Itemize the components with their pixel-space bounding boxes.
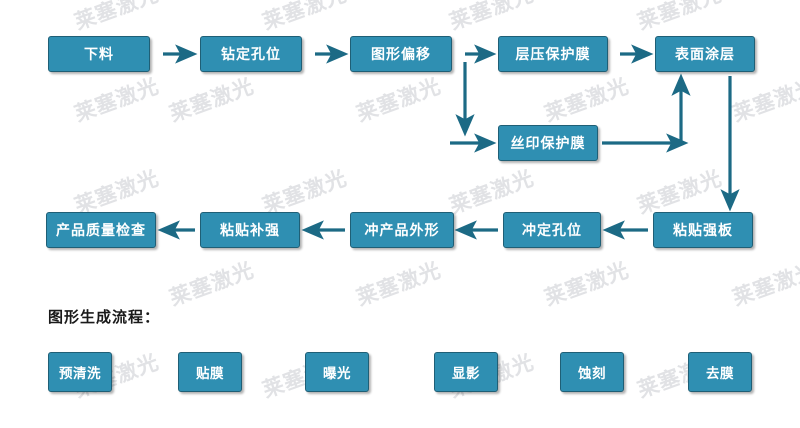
step-node-baoguang[interactable]: 曝光 <box>305 352 369 392</box>
flow-node-chongchanpinwaixing[interactable]: 冲产品外形 <box>350 212 454 248</box>
flow-node-xialiao[interactable]: 下料 <box>48 36 150 72</box>
flow-node-siyinbaohumo[interactable]: 丝印保护膜 <box>498 125 598 161</box>
flow-node-cengyabaohumo[interactable]: 层压保护膜 <box>498 36 608 72</box>
sub-section-heading: 图形生成流程： <box>48 308 161 326</box>
flow-node-biaomiantuceng[interactable]: 表面涂层 <box>655 36 755 72</box>
step-node-yuqingxi[interactable]: 预清洗 <box>48 352 112 392</box>
flow-node-zhantiebuqiang[interactable]: 粘贴补强 <box>200 212 300 248</box>
step-node-tiemo[interactable]: 贴膜 <box>178 352 242 392</box>
step-node-shike[interactable]: 蚀刻 <box>560 352 624 392</box>
step-node-qumo[interactable]: 去膜 <box>688 352 752 392</box>
flow-node-chanpinzhiliangjiancha[interactable]: 产品质量检查 <box>46 212 156 248</box>
flow-node-zuandingkongwei[interactable]: 钻定孔位 <box>200 36 302 72</box>
flow-node-chongdingkongwei[interactable]: 冲定孔位 <box>503 212 601 248</box>
flow-node-tuxingpianyi[interactable]: 图形偏移 <box>350 36 452 72</box>
step-node-xianying[interactable]: 显影 <box>434 352 498 392</box>
flow-node-zhantieqiangban[interactable]: 粘贴强板 <box>653 212 753 248</box>
